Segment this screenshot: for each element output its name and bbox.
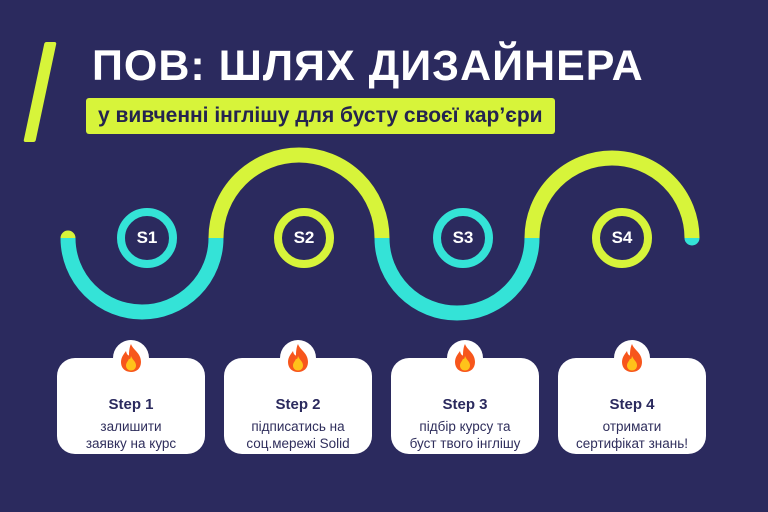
badge-s3: S3	[433, 208, 493, 268]
step-desc-line: сертифікат знань!	[575, 436, 689, 451]
step-title: Step 2	[275, 396, 321, 413]
badge-s1: S1	[117, 208, 177, 268]
step-desc-line: підписатись на	[251, 419, 345, 434]
step-title: Step 1	[108, 396, 154, 413]
fire-icon	[280, 340, 316, 376]
fire-icon	[113, 340, 149, 376]
fire-icon	[614, 340, 650, 376]
fire-icon	[447, 340, 483, 376]
step-title: Step 4	[609, 396, 655, 413]
badge-s2: S2	[274, 208, 334, 268]
subtitle-banner: у вивченні інглішу для бусту своєї кар’є…	[86, 98, 555, 134]
step-title: Step 3	[442, 396, 488, 413]
step-desc-line: підбір курсу та	[419, 419, 511, 434]
step-desc-line: залишити	[100, 419, 162, 434]
step-desc-line: буст твого інглішу	[409, 436, 521, 451]
wave-cyan-segment	[60, 238, 700, 321]
step-desc-line: заявку на курс	[85, 436, 177, 451]
wave-lime-segment	[60, 147, 700, 238]
step-card-3: Step 3 підбір курсу та буст твого інгліш…	[391, 340, 539, 454]
step-card-1: Step 1 залишити заявку на курс	[57, 340, 205, 454]
badge-s4: S4	[592, 208, 652, 268]
step-card-4: Step 4 отримати сертифікат знань!	[558, 340, 706, 454]
step-desc-line: соц.мережі Solid	[246, 436, 350, 451]
step-card-2: Step 2 підписатись на соц.мережі Solid	[224, 340, 372, 454]
page-title: ПОВ: ШЛЯХ ДИЗАЙНЕРА	[92, 42, 644, 90]
step-desc-line: отримати	[602, 419, 662, 434]
